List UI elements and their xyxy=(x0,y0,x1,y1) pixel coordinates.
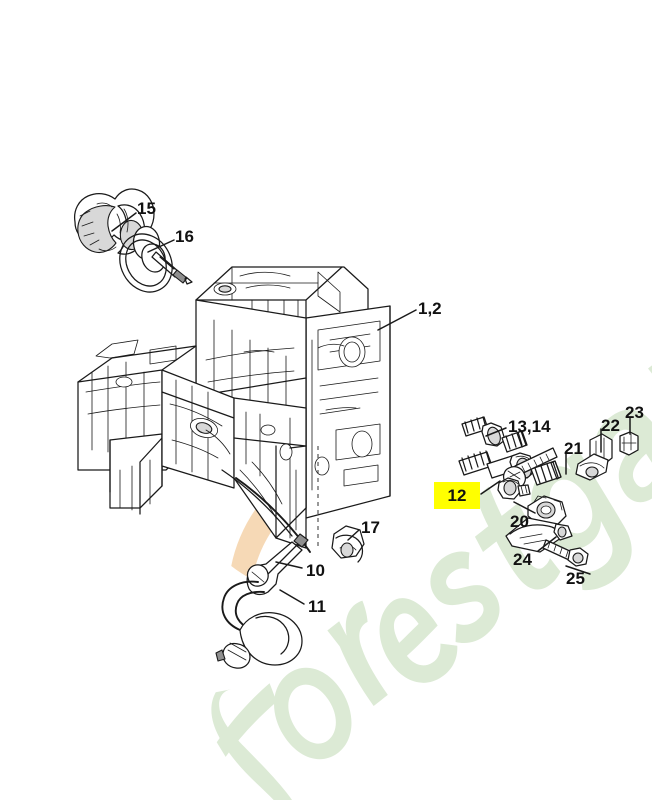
leader-17 xyxy=(347,529,360,541)
part-13-14-collar-stud-short xyxy=(461,416,528,453)
callout-1-2: 1,2 xyxy=(418,299,442,318)
callout-10: 10 xyxy=(306,561,325,580)
watermark-green-script xyxy=(211,339,652,800)
part-11-oil-hose xyxy=(215,580,303,669)
callout-16: 16 xyxy=(175,227,194,246)
callout-23: 23 xyxy=(625,403,644,422)
callout-15: 15 xyxy=(137,199,156,218)
highlight-box-part-12[interactable]: 12 xyxy=(434,482,480,509)
callout-25: 25 xyxy=(566,569,585,588)
callout-21: 21 xyxy=(564,439,583,458)
leader-25 xyxy=(565,565,591,575)
highlight-part-number: 12 xyxy=(447,486,467,505)
part-22-bracket xyxy=(575,433,613,481)
callout-20: 20 xyxy=(510,512,529,531)
part-16-o-ring xyxy=(119,233,173,293)
callout-13-14: 13,14 xyxy=(508,417,551,436)
callout-24: 24 xyxy=(513,550,532,569)
leader-lines xyxy=(111,212,631,605)
leader-16 xyxy=(147,239,175,253)
leader-13-14 xyxy=(485,427,507,437)
part-20-hex-nut xyxy=(497,477,531,500)
leader-12 xyxy=(480,480,501,495)
part-25-hex-screw xyxy=(542,539,589,567)
callout-22: 22 xyxy=(601,416,620,435)
leader-1-2 xyxy=(377,309,417,331)
leader-10 xyxy=(275,561,303,569)
callout-17: 17 xyxy=(361,518,380,537)
leader-11 xyxy=(279,589,305,605)
part-1-2-tank-housing xyxy=(77,266,391,553)
leader-20 xyxy=(513,501,536,514)
part-17-cap-nut xyxy=(331,525,365,563)
leader-15 xyxy=(111,212,137,232)
part-23-clip xyxy=(619,431,639,456)
callout-11: 11 xyxy=(308,597,326,616)
leader-24 xyxy=(537,536,557,552)
